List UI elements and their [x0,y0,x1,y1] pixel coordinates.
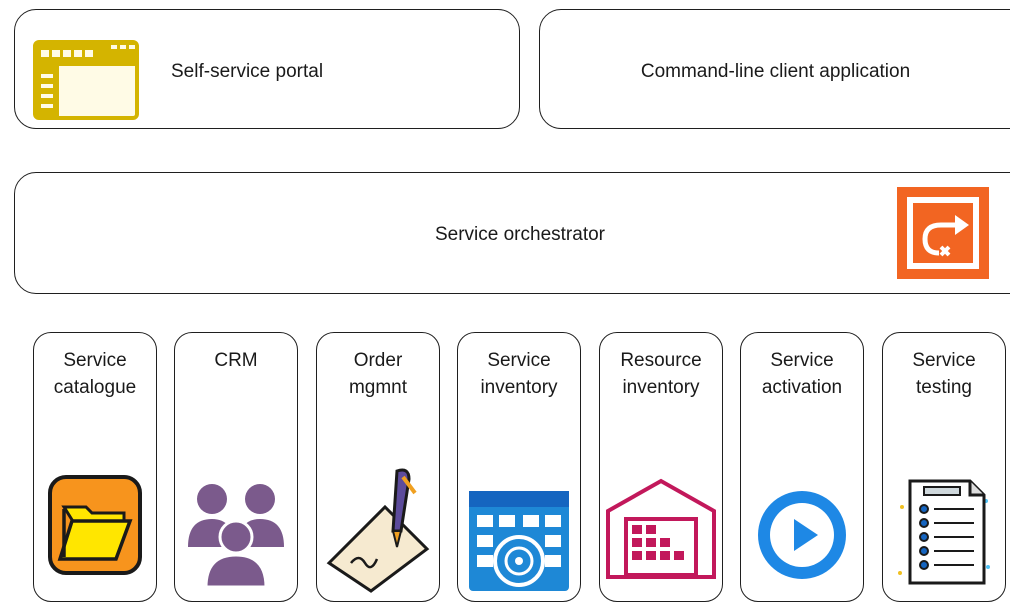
service-activation-box[interactable]: Service activation [740,332,864,602]
service-activation-line1: Service [770,350,834,371]
order-mgmnt-line1: Order [353,350,403,371]
signature-pen-icon [326,468,430,593]
resource-inventory-line2: inventory [622,377,700,398]
orchestrator-flow-icon [897,187,989,279]
self-service-portal-label: Self-service portal [171,61,324,82]
checklist-document-icon [898,479,990,585]
service-orchestrator-box[interactable]: Service orchestrator [14,172,1010,294]
users-group-icon [188,484,284,589]
order-mgmnt-line2: mgmnt [348,377,408,398]
browser-window-icon [33,40,139,120]
resource-inventory-line1: Resource [620,350,702,371]
folder-icon [48,475,142,575]
self-service-portal-box[interactable]: Self-service portal [14,9,520,129]
crm-line1: CRM [214,350,258,371]
inventory-grid-disc-icon [469,491,569,591]
command-line-client-box[interactable]: Command-line client application [539,9,1010,129]
play-circle-icon [758,491,846,579]
service-testing-line2: testing [916,377,972,398]
service-inventory-line2: inventory [480,377,558,398]
order-mgmnt-box[interactable]: Order mgmnt [316,332,440,602]
service-testing-box[interactable]: Service testing [882,332,1006,602]
service-inventory-box[interactable]: Service inventory [457,332,581,602]
service-catalogue-box[interactable]: Service catalogue [33,332,157,602]
service-catalogue-line1: Service [63,350,127,371]
service-testing-line1: Service [912,350,976,371]
service-inventory-line1: Service [487,350,551,371]
service-orchestrator-label: Service orchestrator [434,224,605,245]
service-catalogue-line2: catalogue [53,377,137,398]
warehouse-icon [606,478,716,579]
service-activation-line2: activation [761,377,843,398]
resource-inventory-box[interactable]: Resource inventory [599,332,723,602]
command-line-client-label: Command-line client application [640,61,911,82]
crm-box[interactable]: CRM [174,332,298,602]
